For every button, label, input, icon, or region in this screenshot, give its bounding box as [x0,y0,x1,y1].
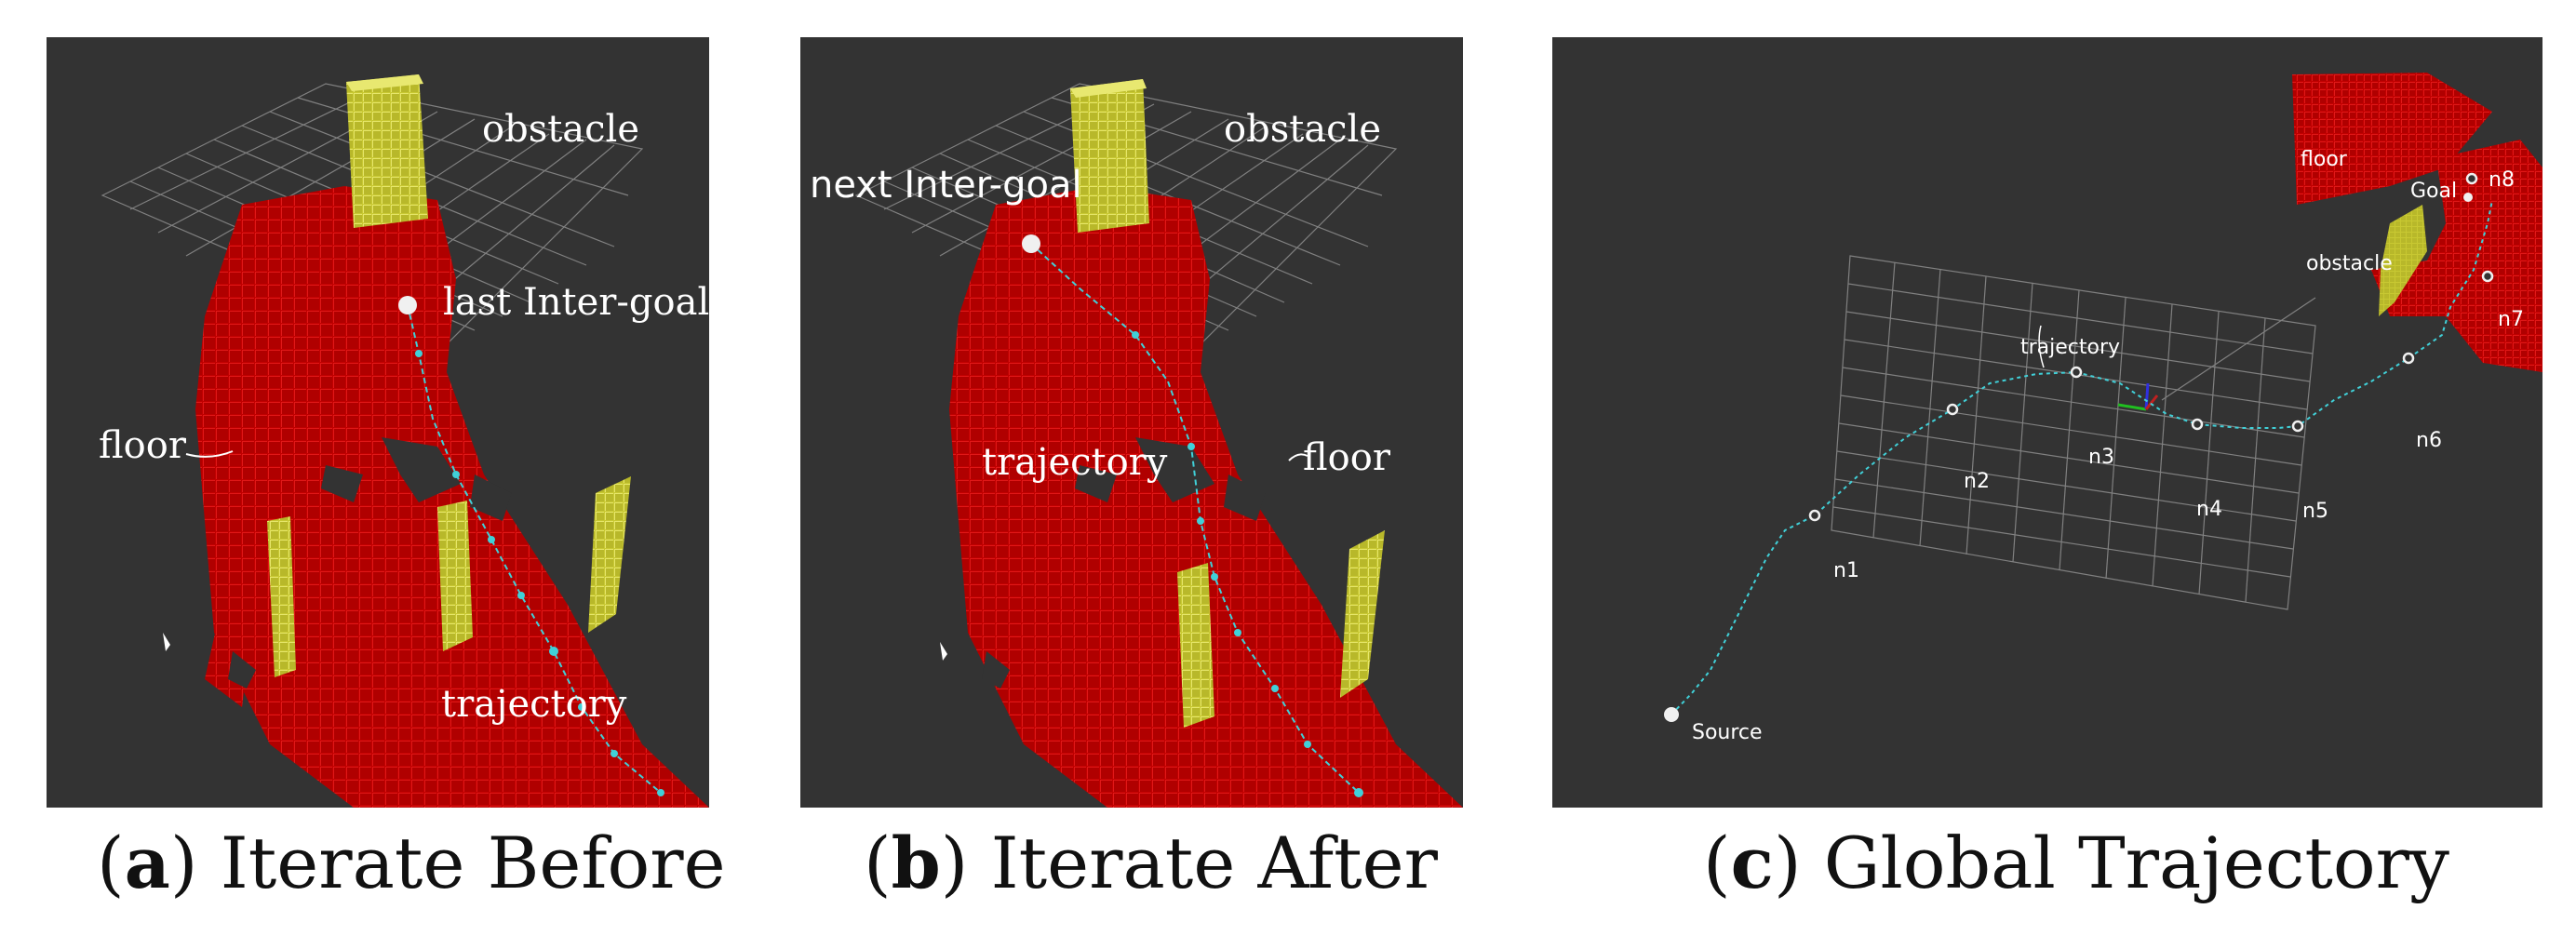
caption-iterate-after: (b) Iterate After [864,822,1438,904]
trajectory-path [407,304,664,796]
node-label-n4: n4 [2196,498,2222,521]
trajectory-label: trajectory [441,683,627,726]
goal-label: Goal [2410,180,2457,203]
node-n1 [1808,509,1821,522]
goal-node [2463,193,2473,202]
axis-marker-icon [940,642,947,661]
trajectory-path [1030,243,1363,797]
node-label-n3: n3 [2088,446,2114,469]
scene-global-trajectory: floor Goal obstacle trajectory Source n1… [1664,73,2542,744]
obstacle-label: obstacle [482,108,639,151]
obstacle-voxels [267,74,631,677]
scene-iterate-before: obstacle last Inter-goal floor trajector… [99,74,709,808]
intergoal-label: last Inter-goal [443,281,709,324]
node-n8 [2465,172,2478,185]
node-label-n1: n1 [1833,559,1859,582]
caption-global-trajectory: (c) Global Trajectory [1703,822,2449,904]
image-panel-iterate-after: obstacle next Inter-goal trajectory floo… [800,37,1463,808]
source-node [1664,707,1679,722]
trajectory-nodes [1664,172,2494,722]
node-label-n5: n5 [2302,500,2328,523]
obstacle-voxels [1070,79,1385,728]
node-n4 [2191,418,2204,431]
caption-letter: c [1730,822,1774,904]
floor-voxels [949,186,1463,808]
axis-gizmo-icon [2117,382,2159,411]
floor-label: floor [1303,436,1391,479]
obstacle-label: obstacle [1224,108,1381,151]
trajectory-leader-line [2038,325,2045,368]
axis-marker-icon [163,633,170,651]
caption-text: Global Trajectory [1823,822,2449,904]
scene-iterate-after: obstacle next Inter-goal trajectory floo… [810,79,1463,808]
caption-letter: a [124,822,170,904]
obstacle-label: obstacle [2306,252,2393,275]
image-panel-global-trajectory: floor Goal obstacle trajectory Source n1… [1552,37,2542,808]
grid-plane [1831,255,2316,610]
trajectory-path [1670,199,2493,715]
node-n7 [2481,270,2494,283]
caption-text: Iterate Before [220,822,726,904]
floor-label: floor [99,424,187,467]
intergoal-label: next Inter-goal [810,164,1082,207]
node-n2 [1946,403,1959,416]
floor-leader-line [1288,453,1308,461]
image-panel-iterate-before: obstacle last Inter-goal floor trajector… [47,37,709,808]
obstacle-voxels [2379,205,2427,316]
caption-iterate-before: (a) Iterate Before [97,822,726,904]
caption-letter: b [891,822,941,904]
floor-label: floor [2301,148,2348,171]
caption-text: Iterate After [990,822,1438,904]
trajectory-label: trajectory [2020,336,2120,359]
node-n6 [2402,352,2415,365]
trajectory-label: trajectory [982,441,1168,484]
node-n3 [2070,366,2083,379]
last-intergoal-marker [398,296,417,314]
node-n5 [2291,420,2304,433]
floor-voxels [195,186,709,808]
node-label-n8: n8 [2489,168,2515,192]
node-label-n2: n2 [1964,470,1990,493]
node-label-n6: n6 [2416,429,2442,452]
node-label-n7: n7 [2498,308,2524,331]
floor-leader-line [185,450,234,458]
source-label: Source [1692,721,1763,744]
next-intergoal-marker [1022,234,1040,253]
